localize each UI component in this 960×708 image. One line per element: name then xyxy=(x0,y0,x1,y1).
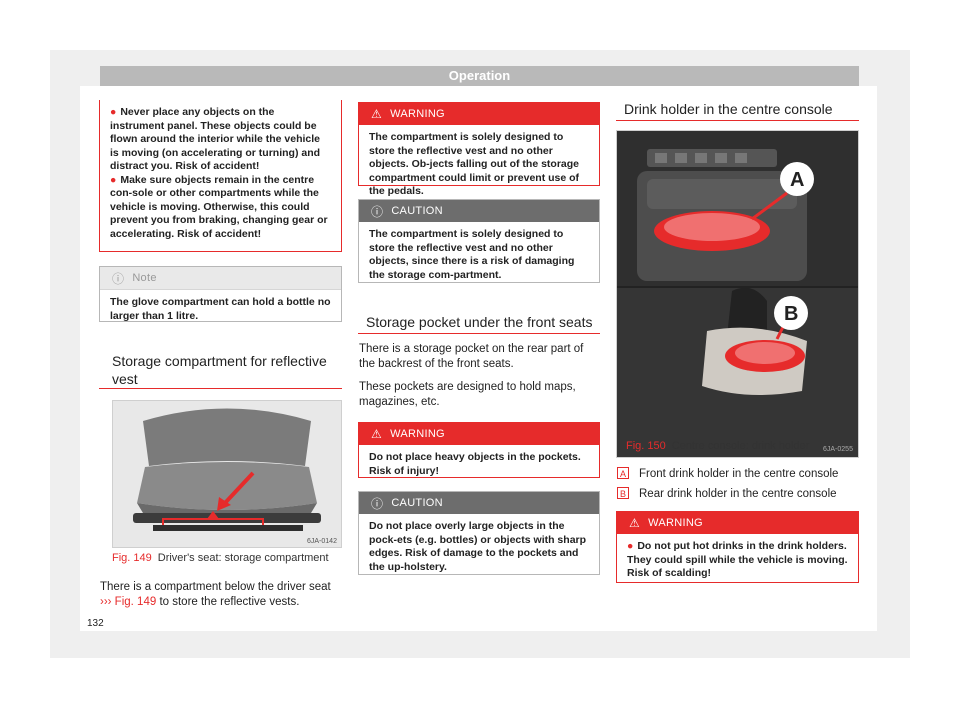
note-text: The glove compartment can hold a bottle … xyxy=(110,296,331,322)
page-number: 132 xyxy=(87,618,104,629)
warning-header: ⚠ WARNING xyxy=(359,423,599,445)
figure-link[interactable]: ››› Fig. 149 xyxy=(100,596,157,608)
caution-box-1: ⓘ CAUTION The compartment is solely desi… xyxy=(358,199,600,283)
section-title-storage-pocket: Storage pocket under the front seats xyxy=(366,314,593,330)
warning-triangle-icon: ⚠ xyxy=(371,427,383,441)
paragraph-2: These pockets are designed to hold maps,… xyxy=(359,381,576,408)
warning-box-continued: ●Never place any objects on the instrume… xyxy=(99,100,342,252)
body-text-reflective-vest: There is a compartment below the driver … xyxy=(100,581,331,608)
figure-code: 6JA-0142 xyxy=(307,538,337,545)
section-title-drink-holder: Drink holder in the centre console xyxy=(624,101,833,117)
warning-header: ⚠ WARNING xyxy=(617,512,858,534)
figure-149: 6JA-0142 xyxy=(112,400,342,548)
callout-a: A xyxy=(790,169,804,191)
note-header: ⓘ Note xyxy=(100,267,341,290)
section-rule xyxy=(616,120,859,121)
running-header: Operation xyxy=(100,66,859,86)
driver-seat-illustration: 6JA-0142 xyxy=(113,401,341,547)
section-title-reflective-vest: Storage compartment for reflective vest xyxy=(112,353,327,387)
warning-bullet-2: ●Make sure objects remain in the centre … xyxy=(110,173,328,240)
caution-box-2: ⓘ CAUTION Do not place overly large obje… xyxy=(358,491,600,575)
caution-header: ⓘ CAUTION xyxy=(359,492,599,514)
warning-triangle-icon: ⚠ xyxy=(371,107,383,121)
callout-b: B xyxy=(784,303,798,325)
note-box: ⓘ Note The glove compartment can hold a … xyxy=(99,266,342,322)
section-rule xyxy=(99,388,342,389)
warning-bullet-1: ●Never place any objects on the instrume… xyxy=(110,106,321,172)
info-icon: ⓘ xyxy=(112,271,125,286)
caution-header: ⓘ CAUTION xyxy=(359,200,599,222)
warning-box-drink-holder: ⚠ WARNING ●Do not put hot drinks in the … xyxy=(616,511,859,583)
warning-triangle-icon: ⚠ xyxy=(629,516,641,530)
warning-header: ⚠ WARNING xyxy=(359,103,599,125)
warning-box-2: ⚠ WARNING Do not place heavy objects in … xyxy=(358,422,600,478)
caution-icon: ⓘ xyxy=(371,204,384,219)
figure-code: 6JA-0255 xyxy=(823,446,853,453)
paragraph-1: There is a storage pocket on the rear pa… xyxy=(359,343,584,370)
section-rule xyxy=(358,333,600,334)
figure-150: A B 6JA-0255 xyxy=(616,130,859,458)
centre-console-illustration: A B 6JA-0255 xyxy=(617,131,858,458)
warning-box-1: ⚠ WARNING The compartment is solely desi… xyxy=(358,102,600,197)
caution-icon: ⓘ xyxy=(371,496,384,511)
